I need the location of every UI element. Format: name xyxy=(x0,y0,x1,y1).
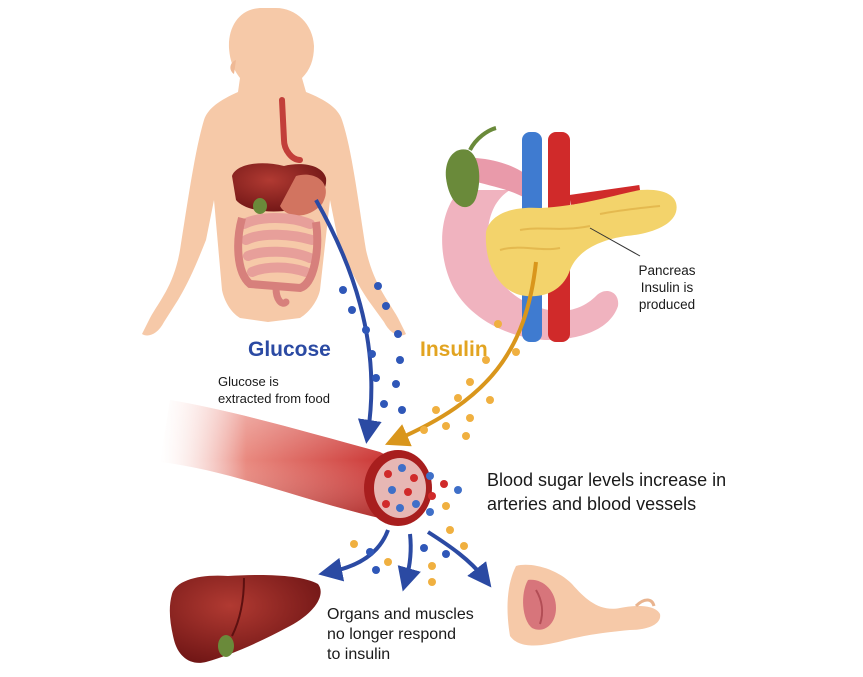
glucose-description: Glucose is extracted from food xyxy=(218,373,378,407)
output-arrows xyxy=(318,529,492,592)
arm-muscle-illustration xyxy=(507,564,661,646)
organs-label-line: no longer respond xyxy=(327,626,456,643)
glucose-molecules xyxy=(339,282,406,414)
output-molecules xyxy=(350,526,468,586)
pancreas-label-line: produced xyxy=(638,297,696,312)
pancreas-label-line: Insulin is xyxy=(640,280,694,295)
insulin-molecules xyxy=(420,320,520,440)
pancreas-label: Pancreas Insulin is produced xyxy=(612,262,722,313)
glucose-description-line: extracted from food xyxy=(218,391,330,406)
organs-label: Organs and muscles no longer respond to … xyxy=(327,605,527,665)
pancreas-label-line: Pancreas xyxy=(638,263,696,278)
insulin-arrow xyxy=(384,261,538,447)
glucose-arrow xyxy=(314,199,382,444)
blood-sugar-label: Blood sugar levels increase in arteries … xyxy=(487,468,787,516)
liver-illustration xyxy=(169,574,321,663)
insulin-title: Insulin xyxy=(420,338,488,361)
glucose-description-line: Glucose is xyxy=(218,374,279,389)
blood-cells-mixed xyxy=(382,464,420,512)
blood-sugar-label-line: arteries and blood vessels xyxy=(487,494,697,514)
digestive-organs xyxy=(232,97,327,307)
blood-vessel-illustration xyxy=(160,400,462,526)
organs-label-line: Organs and muscles xyxy=(327,606,474,623)
organs-label-line: to insulin xyxy=(327,646,391,663)
blood-sugar-label-line: Blood sugar levels increase in xyxy=(487,470,727,490)
glucose-title: Glucose xyxy=(248,338,331,361)
